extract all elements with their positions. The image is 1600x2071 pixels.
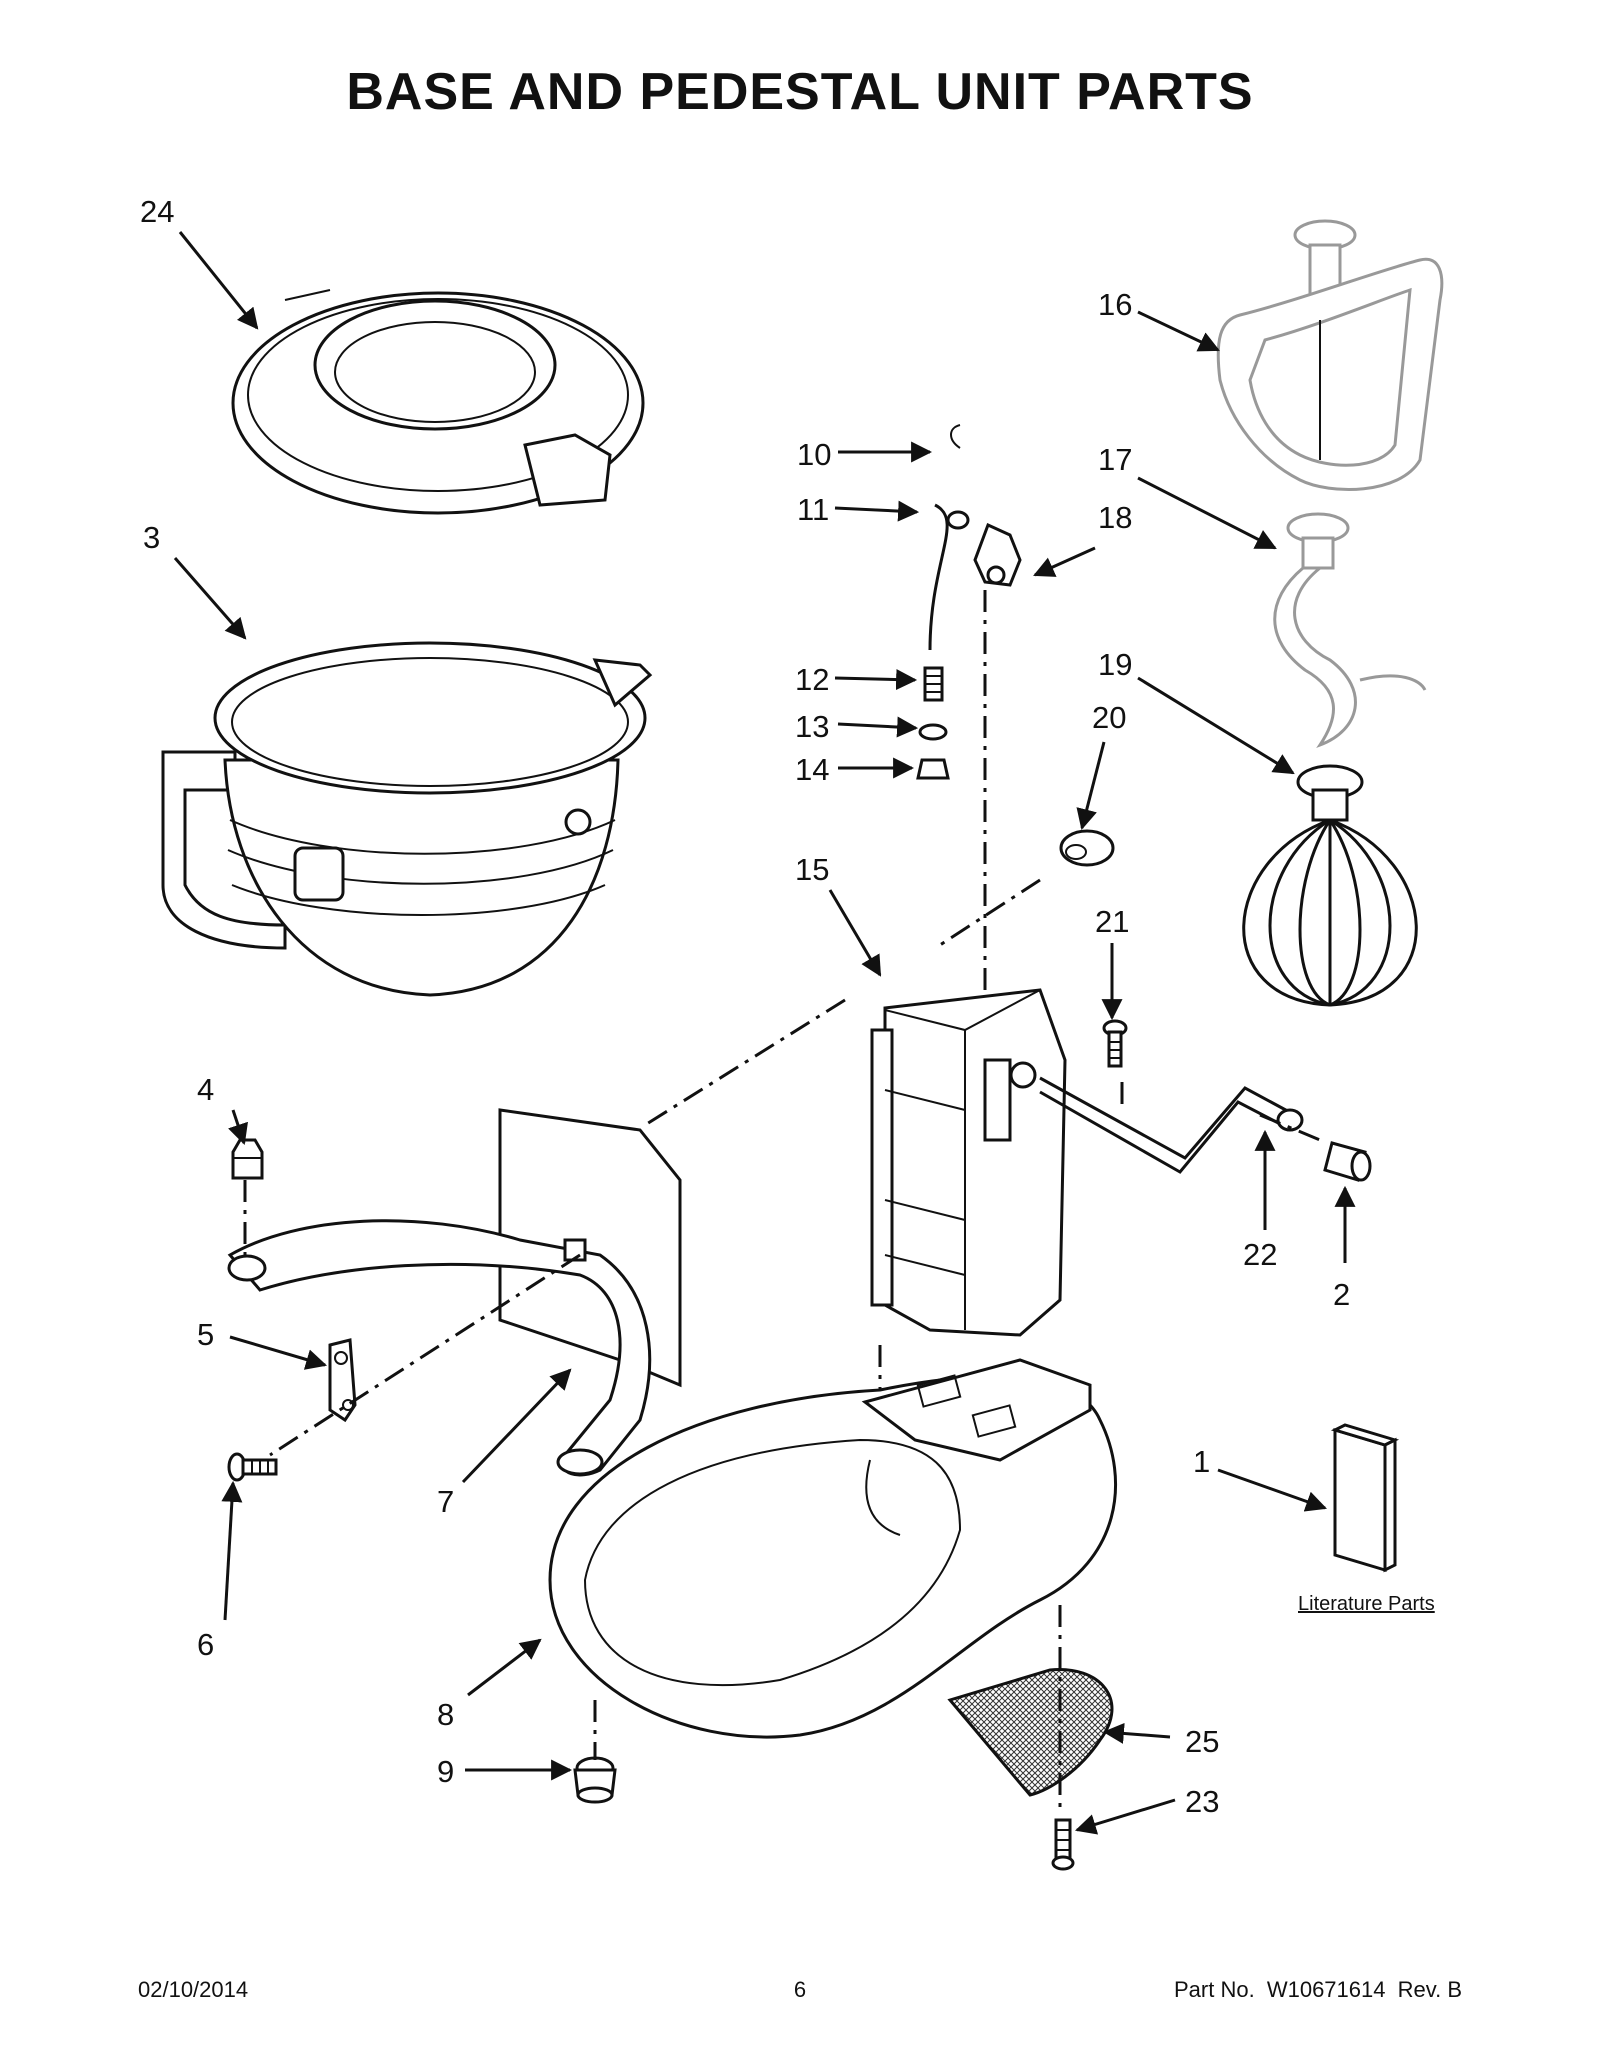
bowl-cover-part-24: [231, 289, 645, 515]
callout-23: 23: [1185, 1784, 1219, 1819]
part-number: W10671614: [1266, 1977, 1386, 2002]
callout-9: 9: [437, 1754, 454, 1789]
callout-8: 8: [437, 1697, 454, 1732]
page-title: BASE AND PEDESTAL UNIT PARTS: [346, 63, 1254, 121]
callout-7: 7: [437, 1484, 454, 1519]
callout-16: 16: [1098, 287, 1132, 322]
callout-19: 19: [1098, 647, 1132, 682]
clip-part-5: [328, 1338, 357, 1423]
footer-part-info: Part No. W10671614 Rev. B: [1168, 1977, 1462, 2003]
callout-13: 13: [795, 709, 829, 744]
revision: Rev. B: [1397, 1977, 1462, 2002]
knob-part-20: [1059, 829, 1115, 867]
callout-21: 21: [1095, 904, 1129, 939]
callout-17: 17: [1098, 442, 1132, 477]
callout-12: 12: [795, 662, 829, 697]
callout-11: 11: [797, 492, 829, 527]
screw-part-23: [1051, 1818, 1075, 1871]
callout-4: 4: [197, 1072, 214, 1107]
crank-handle-part-22: [1039, 1076, 1304, 1174]
callout-6: 6: [197, 1627, 214, 1662]
bumper-part-4: [231, 1138, 264, 1180]
callout-10: 10: [797, 437, 831, 472]
callout-2: 2: [1333, 1277, 1350, 1312]
screw-part-6: [227, 1452, 278, 1482]
callout-numbers: 24 3 4 5 6 7 8 9 10 11 12 13 14 15 16 17…: [140, 194, 1435, 1819]
callout-3: 3: [143, 520, 160, 555]
literature-booklet-part-1: [1330, 1423, 1400, 1573]
wire-whip-part-19: [1242, 764, 1418, 1007]
part-number-label: Part No.: [1174, 1977, 1255, 2002]
literature-parts-label: Literature Parts: [1298, 1593, 1435, 1615]
screw-part-21: [1102, 1019, 1128, 1068]
callout-18: 18: [1098, 500, 1132, 535]
foot-part-9: [573, 1756, 617, 1804]
callout-14: 14: [795, 752, 829, 787]
pedestal-column-part-15: [870, 988, 1067, 1337]
assembly-dashed-lines: [243, 590, 1321, 1815]
base-part-8: [548, 1358, 1117, 1739]
callout-25: 25: [1185, 1724, 1219, 1759]
footer-date: 02/10/2014: [138, 1977, 249, 2002]
footer-page-number: 6: [793, 1977, 807, 2002]
callout-1: 1: [1193, 1444, 1210, 1479]
mixing-bowl-part-3: [161, 641, 653, 997]
callout-20: 20: [1092, 700, 1126, 735]
bowl-support-bracket-part-7: [227, 1108, 682, 1477]
leader-arrows: [173, 231, 1356, 1835]
mesh-pad-part-25: [947, 1668, 1114, 1797]
callout-24: 24: [140, 194, 174, 229]
dough-hook-part-17: [1273, 512, 1427, 749]
handle-cap-part-2: [1323, 1141, 1372, 1182]
callout-5: 5: [197, 1317, 214, 1352]
lever-assembly-parts: [916, 424, 1022, 780]
flat-beater-part-16: [1216, 219, 1444, 491]
callout-22: 22: [1243, 1237, 1277, 1272]
callout-15: 15: [795, 852, 829, 887]
